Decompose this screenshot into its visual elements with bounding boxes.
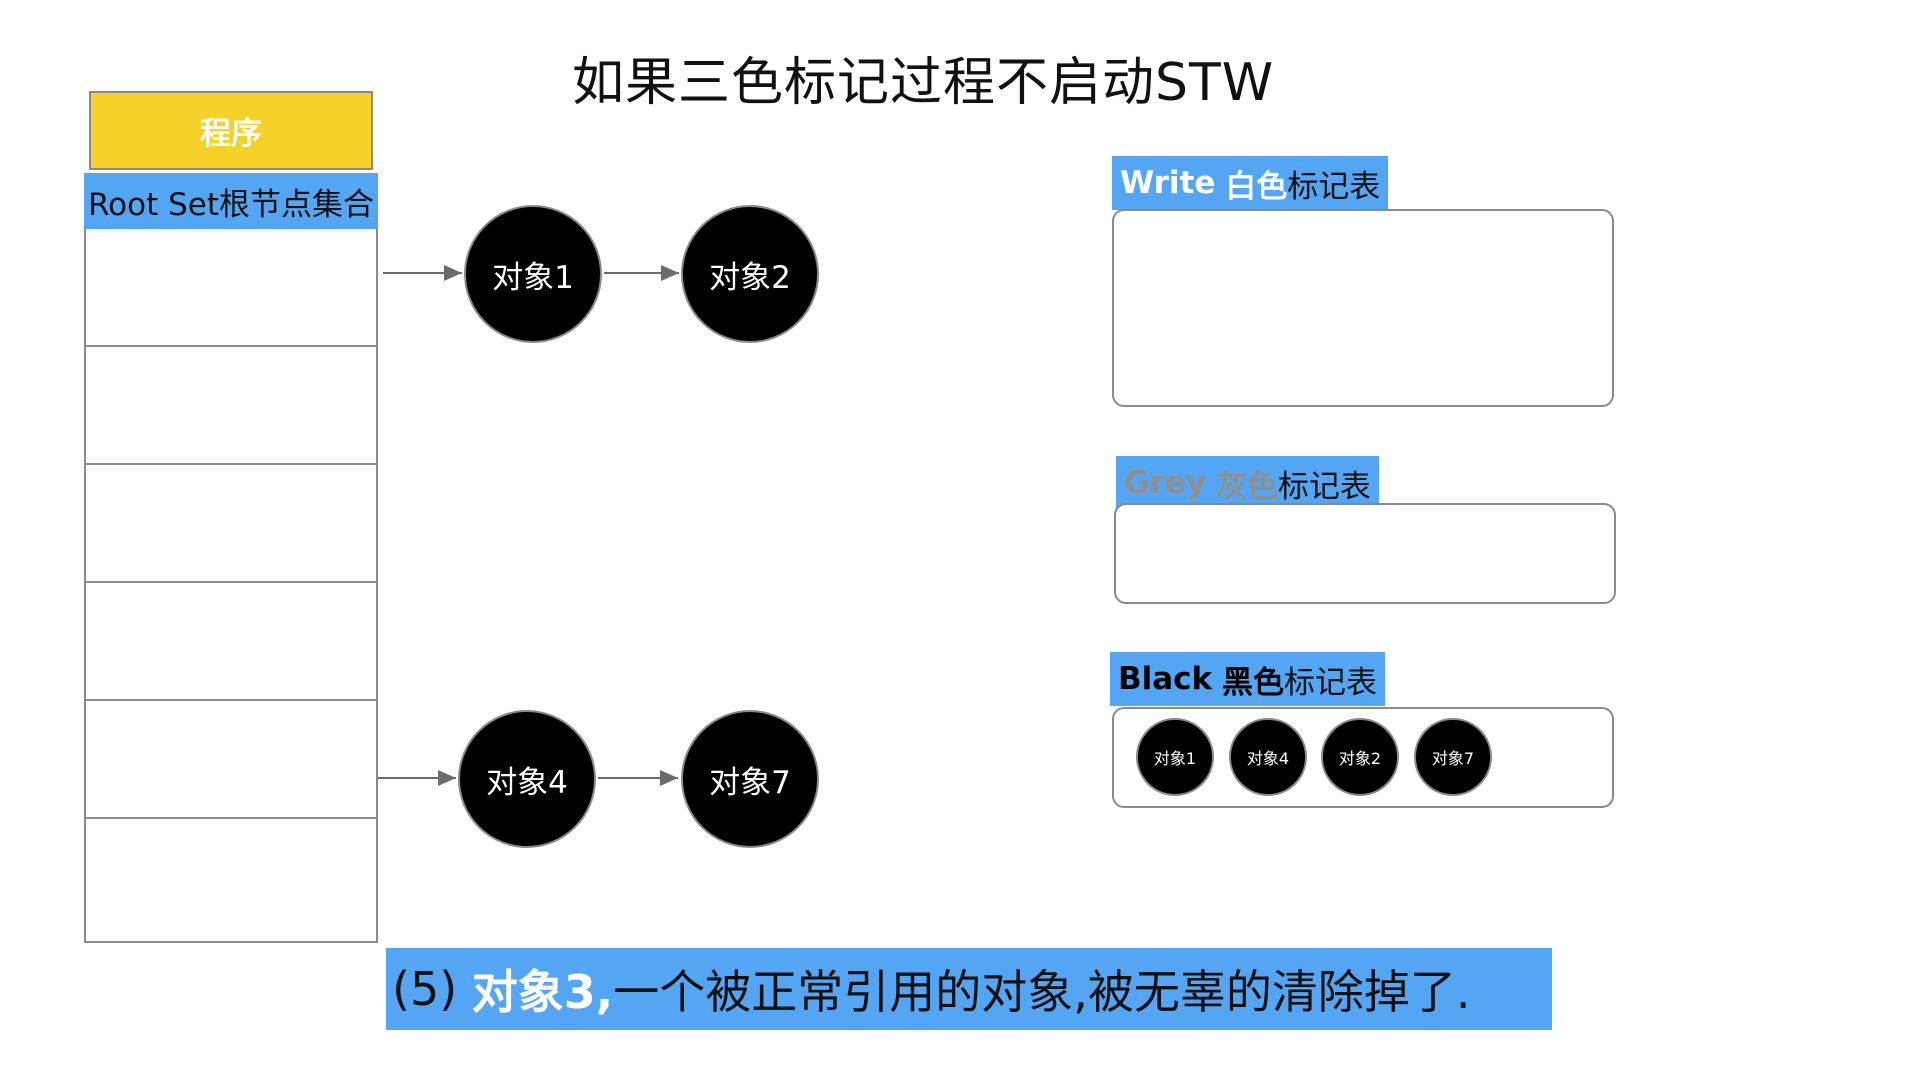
diagram-title: 如果三色标记过程不启动STW [572, 53, 1275, 113]
white-table-suffix: 标记表 [1287, 168, 1381, 205]
object-2-node: 对象2 [681, 205, 819, 343]
program-box: 程序 [89, 91, 373, 170]
root-set-table [84, 229, 378, 943]
step-caption: (5) 对象3, 一个被正常引用的对象,被无辜的清除掉了. [386, 948, 1552, 1030]
grey-mark-table [1114, 503, 1616, 604]
black-word: Black [1118, 661, 1213, 697]
root-set-slot [86, 347, 376, 465]
grey-table-suffix: 标记表 [1277, 468, 1371, 505]
grey-word: Grey [1124, 465, 1206, 501]
caption-highlight: 对象3, [471, 965, 614, 1019]
root-set-slot [86, 465, 376, 583]
caption-rest: 一个被正常引用的对象,被无辜的清除掉了. [613, 965, 1471, 1019]
black-item-object-1: 对象1 [1136, 718, 1214, 796]
object-1-node: 对象1 [464, 205, 602, 343]
white-mark-table [1112, 209, 1614, 407]
grey-color-word: 灰色 [1215, 468, 1278, 505]
black-item-object-7: 对象7 [1414, 718, 1492, 796]
object-7-node: 对象7 [681, 710, 819, 848]
white-table-label: Write 白色 标记表 [1112, 156, 1389, 210]
black-table-suffix: 标记表 [1284, 664, 1378, 701]
black-color-word: 黑色 [1222, 664, 1285, 701]
root-set-slot [86, 583, 376, 701]
grey-table-label: Grey 灰色 标记表 [1116, 456, 1379, 510]
root-set-label: Root Set根节点集合 [84, 173, 378, 229]
black-item-object-4: 对象4 [1229, 718, 1307, 796]
white-color-word: 白色 [1225, 168, 1288, 205]
black-mark-table: 对象1 对象4 对象2 对象7 [1112, 707, 1614, 808]
root-set-slot [86, 229, 376, 347]
object-4-node: 对象4 [458, 710, 596, 848]
root-set-slot [86, 701, 376, 819]
black-item-object-2: 对象2 [1321, 718, 1399, 796]
caption-prefix: (5) [392, 962, 472, 1016]
white-word: Write [1120, 165, 1216, 201]
black-table-label: Black 黑色 标记表 [1110, 652, 1386, 706]
